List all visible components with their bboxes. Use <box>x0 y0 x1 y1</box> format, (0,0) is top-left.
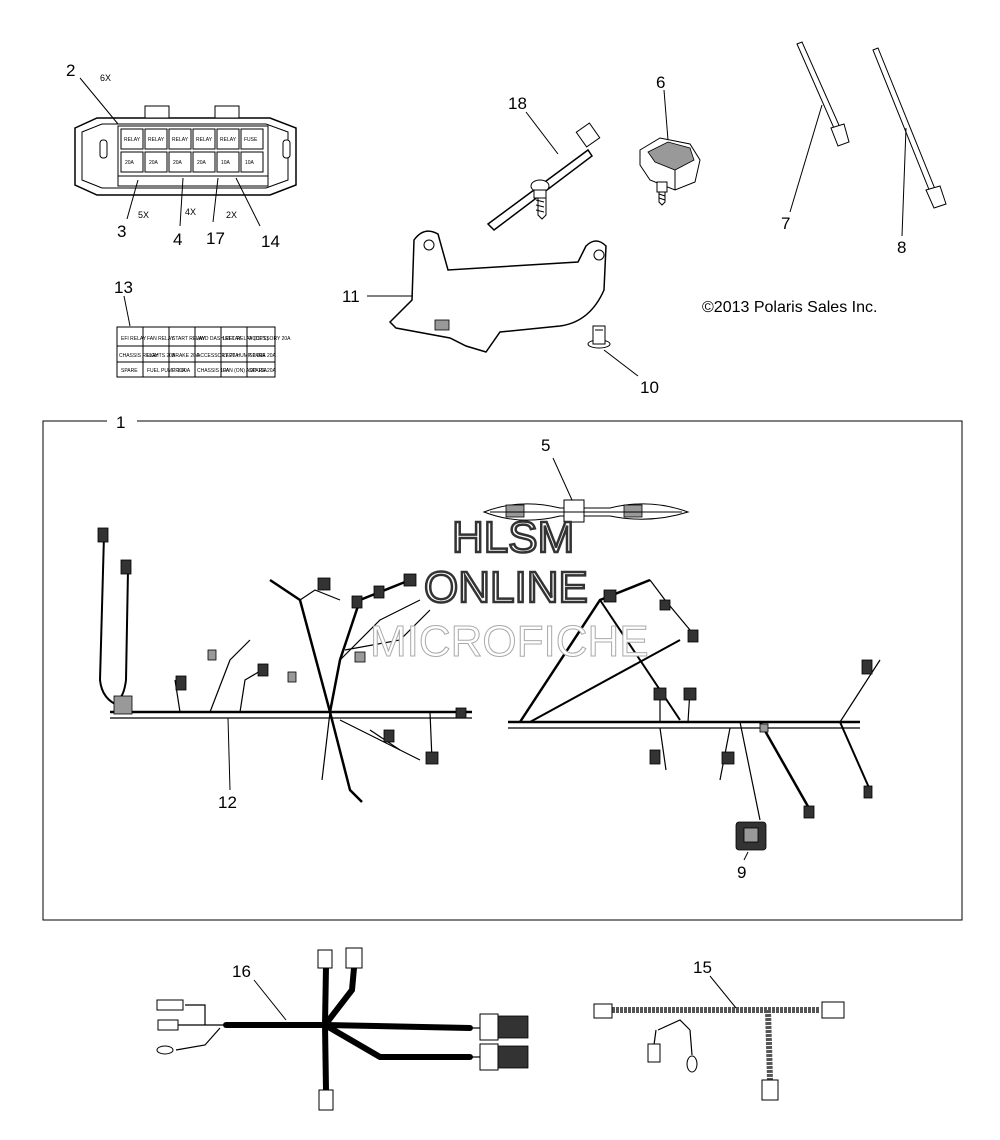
left-wiring-harness <box>97 527 472 803</box>
sub-harness-15 <box>593 1001 845 1101</box>
callout-8: 8 <box>897 238 906 257</box>
label-cell-2-5: LEFT HUMP 1 20A <box>223 353 266 359</box>
strap-short <box>796 41 850 147</box>
label-cell-2-1: CHASSIS RELAY <box>119 353 159 359</box>
relay-label-8: 20A <box>149 160 159 166</box>
relay-label-3: RELAY <box>172 137 189 143</box>
callout-2: 2 <box>66 61 75 80</box>
strap-long <box>872 47 947 209</box>
label-cell-2-4: ACCESSORY 20A <box>197 353 239 359</box>
label-cell-3-2: FUEL PUMP 10A <box>147 368 186 374</box>
label-cell-2-6: SPARE 20A <box>249 353 277 359</box>
watermark-line-2: ONLINE <box>424 563 588 612</box>
cable-tie-with-screw <box>486 122 601 231</box>
qty-4: 4X <box>185 207 196 217</box>
relay-label-6: FUSE <box>244 137 258 143</box>
relay-label-1: RELAY <box>124 137 141 143</box>
fuse-label-decal: EFI RELAY FAN RELAY START RELAY AWD DASH… <box>116 326 291 378</box>
label-cell-3-6: SPARE 20A <box>249 368 277 374</box>
callout-11: 11 <box>342 287 360 306</box>
callout-7: 7 <box>781 214 790 233</box>
fuse-relay-box: RELAY RELAY RELAY RELAY RELAY FUSE 20A 2… <box>74 105 297 196</box>
label-cell-1-6: ACCESSORY 20A <box>249 336 291 342</box>
callout-18: 18 <box>508 94 527 113</box>
relay-label-10: 20A <box>197 160 207 166</box>
label-cell-3-1: SPARE <box>121 368 138 374</box>
label-cell-3-3: EFI 10A <box>172 368 191 374</box>
mounting-bracket <box>388 230 607 353</box>
watermark: HLSM ONLINE MICROFICHE <box>370 512 650 667</box>
label-cell-1-2: FAN RELAY <box>147 336 175 342</box>
relay-label-7: 20A <box>125 160 135 166</box>
label-cell-1-4: AWD DASH RELAY <box>197 336 242 342</box>
push-rivet <box>587 325 611 349</box>
inline-connector <box>482 499 690 523</box>
relay-label-11: 10A <box>221 160 231 166</box>
qty-17: 2X <box>226 210 237 220</box>
watermark-line-3: MICROFICHE <box>370 617 649 666</box>
callout-9: 9 <box>737 863 746 882</box>
right-wiring-harness <box>508 578 881 821</box>
callout-17: 17 <box>206 229 225 248</box>
relay-label-12: 10A <box>245 160 255 166</box>
harness-clip <box>639 137 701 206</box>
callout-13: 13 <box>114 278 133 297</box>
callout-5: 5 <box>541 436 550 455</box>
callout-1: 1 <box>116 413 125 432</box>
qty-2: 6X <box>100 73 111 83</box>
label-cell-2-3: BRAKE 20A <box>172 353 200 359</box>
relay-label-9: 20A <box>173 160 183 166</box>
callout-12: 12 <box>218 793 237 812</box>
callout-10: 10 <box>640 378 659 397</box>
qty-3: 5X <box>138 210 149 220</box>
label-cell-3-4: CHASSIS 10A <box>197 368 230 374</box>
label-cell-3-5: FAN (ON) ADD 10A <box>223 368 268 374</box>
label-cell-2-2: LIGHTS 20A <box>147 353 176 359</box>
label-cell-1-1: EFI RELAY <box>121 336 147 342</box>
label-cell-1-5: LEFT RELAY (OPT.) <box>223 336 269 342</box>
copyright: ©2013 Polaris Sales Inc. <box>702 299 877 316</box>
label-cell-1-3: START RELAY <box>172 336 206 342</box>
callout-16: 16 <box>232 962 251 981</box>
callout-6: 6 <box>656 73 665 92</box>
sub-harness-16 <box>156 947 529 1111</box>
callout-4: 4 <box>173 230 182 249</box>
callout-3: 3 <box>117 222 126 241</box>
relay-label-2: RELAY <box>148 137 165 143</box>
harness-connector <box>735 821 767 851</box>
watermark-line-1: HLSM <box>452 513 574 562</box>
callout-15: 15 <box>693 958 712 977</box>
relay-label-5: RELAY <box>220 137 237 143</box>
main-harness-frame <box>42 420 963 921</box>
relay-label-4: RELAY <box>196 137 213 143</box>
callout-14: 14 <box>261 232 280 251</box>
